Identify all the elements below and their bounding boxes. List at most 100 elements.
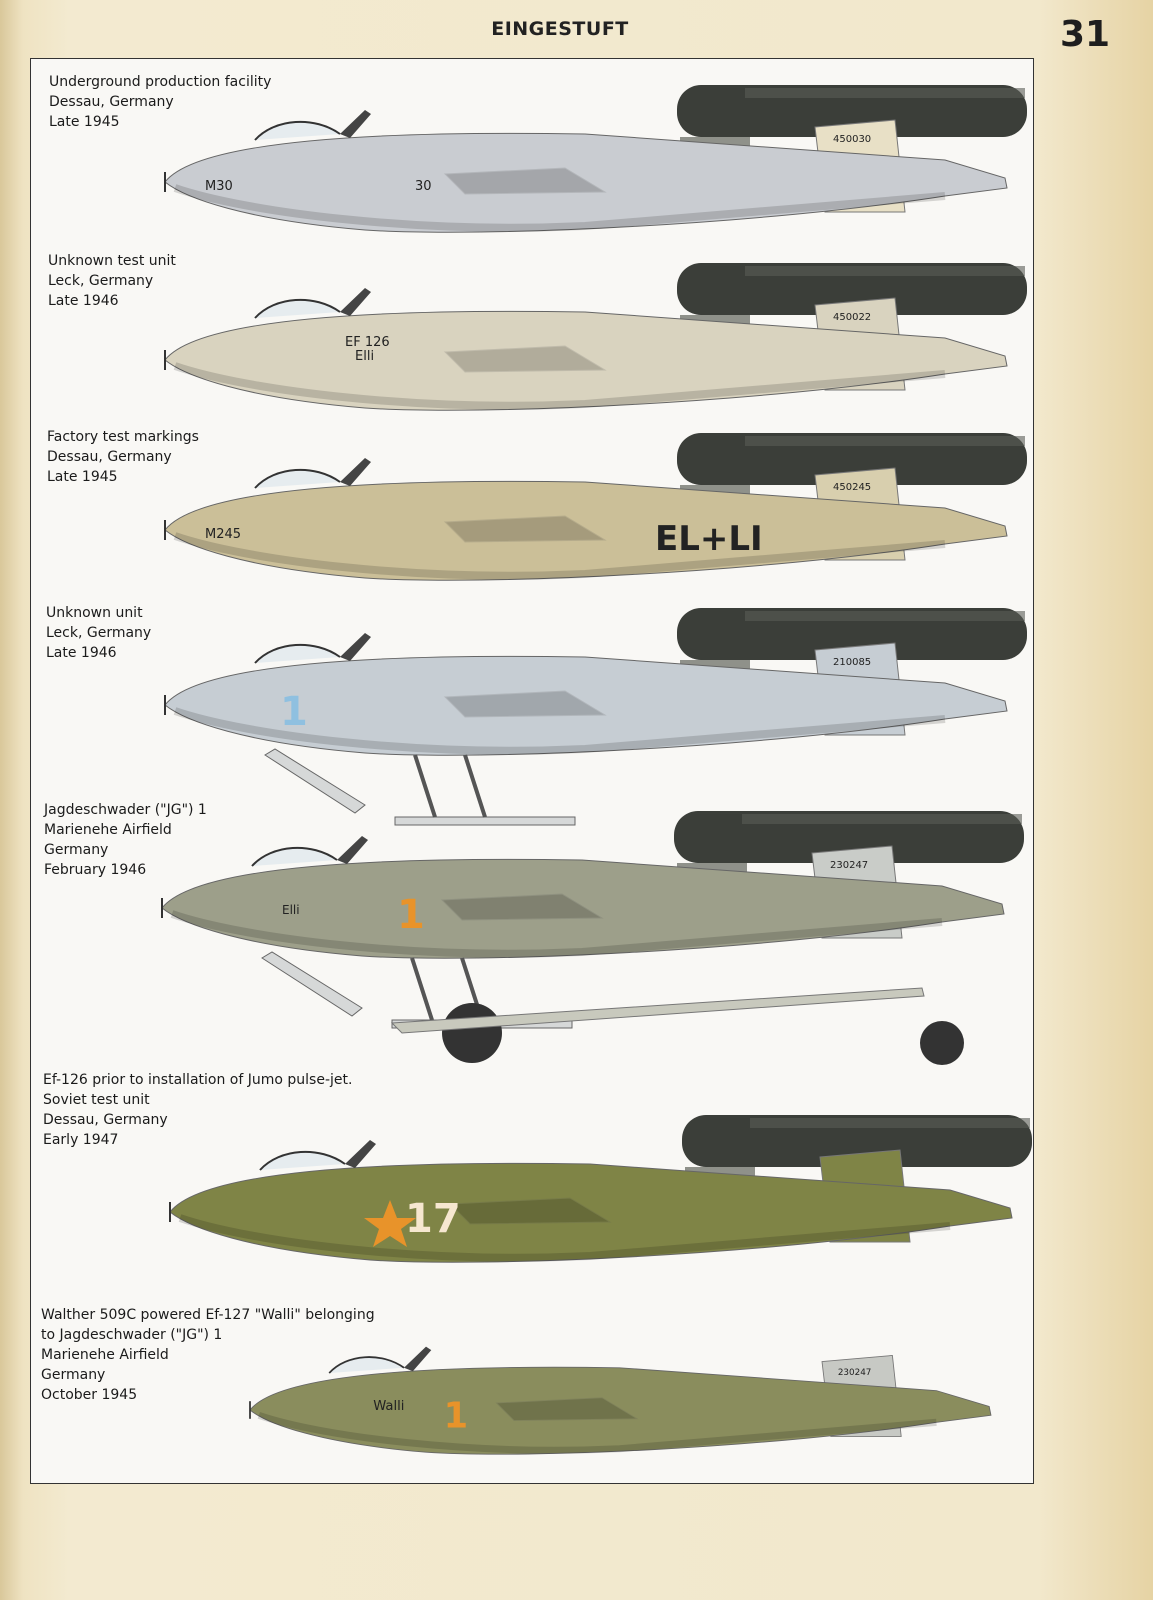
aircraft-marking: 1 (444, 1396, 468, 1437)
antenna-mast (340, 110, 371, 138)
caption-line: October 1945 (41, 1387, 138, 1403)
running-header: EINGESTUFT (491, 18, 629, 40)
fuselage-shadow (170, 910, 943, 958)
caption-line: Underground production facility (49, 74, 272, 90)
caption-line: Marienehe Airfield (44, 822, 172, 838)
aircraft-marking: Elli (355, 349, 374, 364)
canopy (254, 643, 341, 664)
engine-highlight (750, 1118, 1030, 1128)
antenna-mast (340, 633, 371, 661)
caption-line: Dessau, Germany (47, 449, 172, 465)
canopy (251, 846, 338, 867)
wing-root (495, 1397, 639, 1422)
caption-line: Walther 509C powered Ef-127 "Walli" belo… (41, 1307, 375, 1323)
antenna-mast (404, 1346, 432, 1372)
antenna-mast (340, 458, 371, 486)
landing-skid (394, 816, 576, 826)
fuselage-shadow (178, 1214, 951, 1262)
caption-line: Early 1947 (43, 1132, 119, 1148)
aircraft-marking: EF 126 (345, 335, 390, 350)
antenna-mast (340, 288, 371, 316)
serial-number: 230247 (830, 860, 868, 871)
caption-line: Factory test markings (47, 429, 199, 445)
serial-number: 450245 (833, 482, 871, 493)
caption-line: Dessau, Germany (43, 1112, 168, 1128)
aircraft-profile: 17 (169, 1115, 1032, 1263)
canopy (254, 468, 341, 489)
fuselage (161, 858, 1005, 959)
trolley-frame (390, 987, 925, 1034)
caption-line: to Jagdeschwader ("JG") 1 (41, 1327, 223, 1343)
antenna-mast (345, 1140, 376, 1168)
wing-root (443, 345, 607, 373)
fuselage-shadow (257, 1411, 937, 1454)
engine-highlight (745, 266, 1025, 276)
caption-line: Dessau, Germany (49, 94, 174, 110)
engine-highlight (742, 814, 1022, 824)
serial-number: 450022 (833, 312, 871, 323)
aircraft-marking: 1 (280, 689, 308, 735)
caption-line: Leck, Germany (46, 625, 152, 641)
caption-line: Late 1945 (47, 469, 118, 485)
trolley-wheel (442, 1003, 502, 1063)
skid-strut (463, 754, 487, 818)
fuselage-shadow (173, 362, 946, 410)
profile-caption: Walther 509C powered Ef-127 "Walli" belo… (41, 1305, 375, 1405)
fuselage-shadow (173, 532, 946, 580)
serial-number: 210085 (833, 657, 871, 668)
wing-root (443, 515, 607, 543)
aircraft-marking: M245 (205, 527, 241, 542)
serial-number: 230247 (838, 1368, 872, 1378)
red-star-icon (364, 1200, 416, 1247)
caption-line: February 1946 (44, 862, 147, 878)
fuselage (249, 1366, 992, 1455)
fuselage-shadow (173, 184, 946, 232)
wing-root (448, 1197, 612, 1225)
landing-skid (261, 951, 363, 1017)
fuselage (164, 310, 1008, 411)
caption-line: Soviet test unit (43, 1092, 150, 1108)
canopy (254, 120, 341, 141)
caption-line: Leck, Germany (48, 273, 154, 289)
landing-skid (264, 748, 366, 814)
aircraft-profile: 1 210085 (164, 608, 1027, 826)
engine-highlight (745, 611, 1025, 621)
fuselage (164, 655, 1008, 756)
canopy (259, 1150, 346, 1171)
tail-wheel (920, 1021, 964, 1065)
caption-line: Ef-126 prior to installation of Jumo pul… (43, 1072, 353, 1088)
engine-highlight (745, 436, 1025, 446)
aircraft-marking: 1 (397, 892, 425, 938)
profile-caption: Ef-126 prior to installation of Jumo pul… (43, 1070, 352, 1150)
canopy (254, 298, 341, 319)
wing-root (443, 167, 607, 195)
canopy (328, 1356, 405, 1374)
fuselage (164, 480, 1008, 581)
caption-line: Germany (44, 842, 109, 858)
aircraft-marking: 30 (415, 179, 432, 194)
caption-line: Marienehe Airfield (41, 1347, 169, 1363)
caption-line: Late 1946 (48, 293, 119, 309)
aircraft-marking: M30 (205, 179, 233, 194)
aircraft-marking: Walli (373, 1399, 404, 1414)
caption-line: Germany (41, 1367, 106, 1383)
wing-root (440, 893, 604, 921)
page-number: 31 (1060, 14, 1111, 55)
serial-number: 450030 (833, 134, 871, 145)
wing-root (443, 690, 607, 718)
aircraft-profile: Walli 1 230247 (249, 1346, 992, 1455)
fuselage (164, 132, 1008, 233)
fuselage-shadow (173, 707, 946, 755)
skid-strut (413, 754, 437, 818)
engine-highlight (745, 88, 1025, 98)
caption-line: Late 1945 (49, 114, 120, 130)
